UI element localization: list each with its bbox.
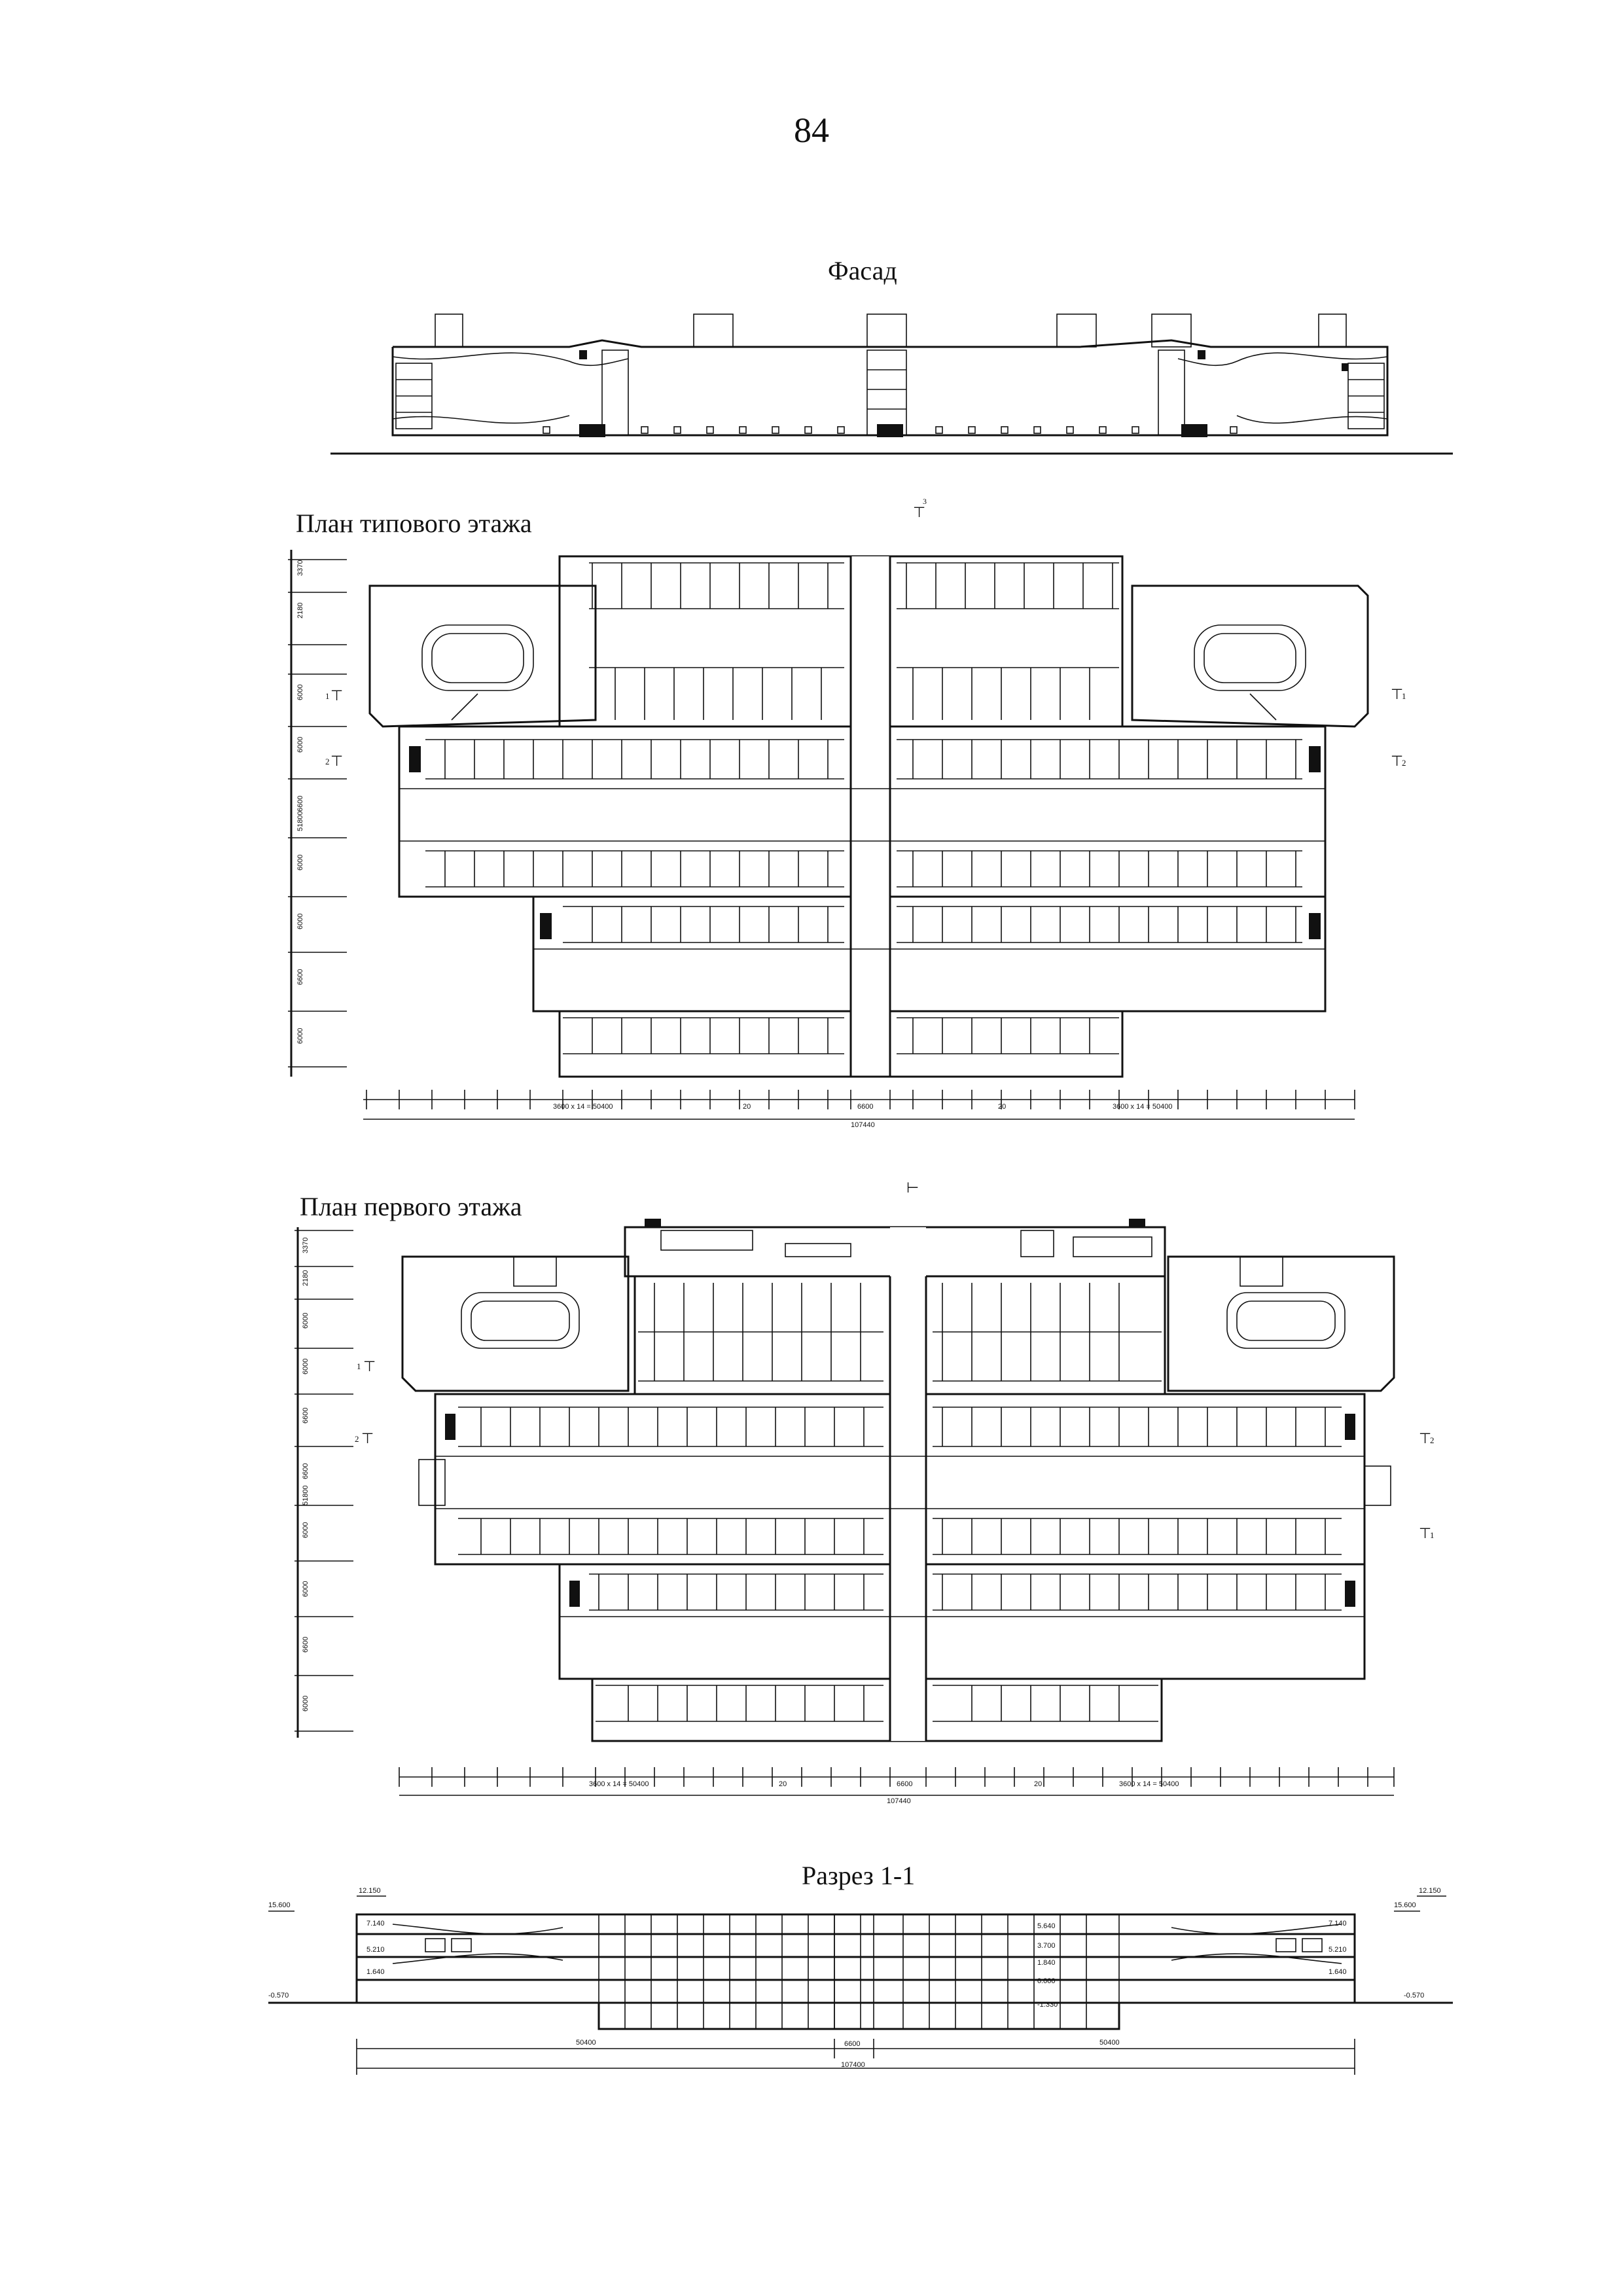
- svg-text:6600: 6600: [844, 2040, 860, 2048]
- svg-text:2: 2: [355, 1434, 359, 1444]
- svg-text:6600: 6600: [296, 796, 304, 812]
- typical-vertical-total: 51800: [296, 811, 304, 831]
- svg-text:1: 1: [357, 1361, 361, 1371]
- svg-text:6000: 6000: [302, 1313, 310, 1329]
- svg-text:3600 x 14 = 50400: 3600 x 14 = 50400: [553, 1103, 613, 1111]
- svg-text:1: 1: [325, 691, 330, 701]
- svg-text:1.640: 1.640: [1329, 1968, 1347, 1976]
- svg-text:3370: 3370: [302, 1238, 310, 1253]
- section-title: Разрез 1-1: [802, 1861, 916, 1890]
- svg-text:-0.570: -0.570: [268, 1992, 289, 2000]
- svg-text:1: 1: [1402, 691, 1406, 701]
- page-number: 84: [794, 111, 829, 150]
- svg-text:5.210: 5.210: [1329, 1946, 1347, 1954]
- svg-text:15.600: 15.600: [1394, 1901, 1416, 1909]
- svg-text:50400: 50400: [1099, 2039, 1120, 2047]
- svg-text:⊢: ⊢: [906, 1179, 919, 1196]
- svg-text:⊤: ⊤: [1419, 1525, 1431, 1541]
- svg-text:1.640: 1.640: [366, 1968, 385, 1976]
- svg-text:6600: 6600: [897, 1780, 912, 1788]
- svg-text:20: 20: [1034, 1780, 1042, 1788]
- svg-text:2: 2: [325, 757, 330, 766]
- svg-text:107440: 107440: [851, 1121, 875, 1129]
- svg-text:20: 20: [743, 1103, 751, 1111]
- section-mark-3: ⊤: [913, 504, 925, 520]
- svg-text:5.210: 5.210: [366, 1946, 385, 1954]
- svg-text:6600: 6600: [302, 1408, 310, 1424]
- svg-text:2180: 2180: [302, 1270, 310, 1286]
- svg-text:⊤: ⊤: [1391, 753, 1403, 769]
- svg-text:6000: 6000: [296, 855, 304, 870]
- svg-text:51800: 51800: [302, 1485, 310, 1505]
- svg-text:20: 20: [998, 1103, 1006, 1111]
- svg-text:6000: 6000: [296, 1028, 304, 1044]
- svg-text:6000: 6000: [302, 1522, 310, 1538]
- svg-text:3370: 3370: [296, 560, 304, 576]
- svg-text:⊤: ⊤: [330, 753, 343, 769]
- svg-text:5.640: 5.640: [1037, 1922, 1056, 1930]
- svg-text:6000: 6000: [302, 1696, 310, 1712]
- svg-text:1: 1: [1430, 1530, 1435, 1540]
- svg-text:6000: 6000: [296, 914, 304, 929]
- svg-text:-0.570: -0.570: [1404, 1992, 1424, 2000]
- svg-text:⊤: ⊤: [1391, 686, 1403, 702]
- svg-text:6600: 6600: [857, 1103, 873, 1111]
- svg-text:1.840: 1.840: [1037, 1959, 1056, 1967]
- svg-text:⊤: ⊤: [363, 1358, 376, 1374]
- first-floor-title: План первого этажа: [300, 1192, 522, 1221]
- svg-text:15.600: 15.600: [268, 1901, 291, 1909]
- svg-text:6600: 6600: [296, 969, 304, 985]
- svg-text:3: 3: [923, 497, 927, 506]
- svg-text:12.150: 12.150: [1419, 1887, 1441, 1895]
- svg-text:6000: 6000: [296, 685, 304, 700]
- typical-floor-title: План типового этажа: [296, 509, 532, 538]
- svg-text:6000: 6000: [302, 1359, 310, 1374]
- svg-text:3600 x 14 = 50400: 3600 x 14 = 50400: [1119, 1780, 1179, 1788]
- svg-text:2: 2: [1430, 1435, 1435, 1445]
- svg-text:7.140: 7.140: [366, 1920, 385, 1928]
- svg-text:0.000: 0.000: [1037, 1977, 1056, 1985]
- svg-text:⊤: ⊤: [361, 1430, 374, 1446]
- svg-text:-1.330: -1.330: [1037, 2001, 1058, 2009]
- svg-text:6600: 6600: [302, 1637, 310, 1653]
- svg-text:107400: 107400: [841, 2061, 865, 2069]
- facade-title: Фасад: [828, 256, 897, 285]
- svg-text:20: 20: [779, 1780, 787, 1788]
- svg-text:12.150: 12.150: [359, 1887, 381, 1895]
- svg-text:50400: 50400: [576, 2039, 596, 2047]
- svg-text:3600 x 14 = 50400: 3600 x 14 = 50400: [1113, 1103, 1172, 1111]
- svg-text:6000: 6000: [296, 737, 304, 753]
- svg-text:3.700: 3.700: [1037, 1942, 1056, 1950]
- svg-text:2180: 2180: [296, 603, 304, 619]
- svg-text:⊤: ⊤: [330, 687, 343, 704]
- svg-text:6000: 6000: [302, 1581, 310, 1597]
- svg-text:107440: 107440: [887, 1797, 911, 1805]
- svg-text:2: 2: [1402, 758, 1406, 768]
- svg-text:⊤: ⊤: [1419, 1430, 1431, 1446]
- svg-text:6600: 6600: [302, 1463, 310, 1479]
- svg-text:3600 x 14 = 50400: 3600 x 14 = 50400: [589, 1780, 649, 1788]
- svg-text:7.140: 7.140: [1329, 1920, 1347, 1928]
